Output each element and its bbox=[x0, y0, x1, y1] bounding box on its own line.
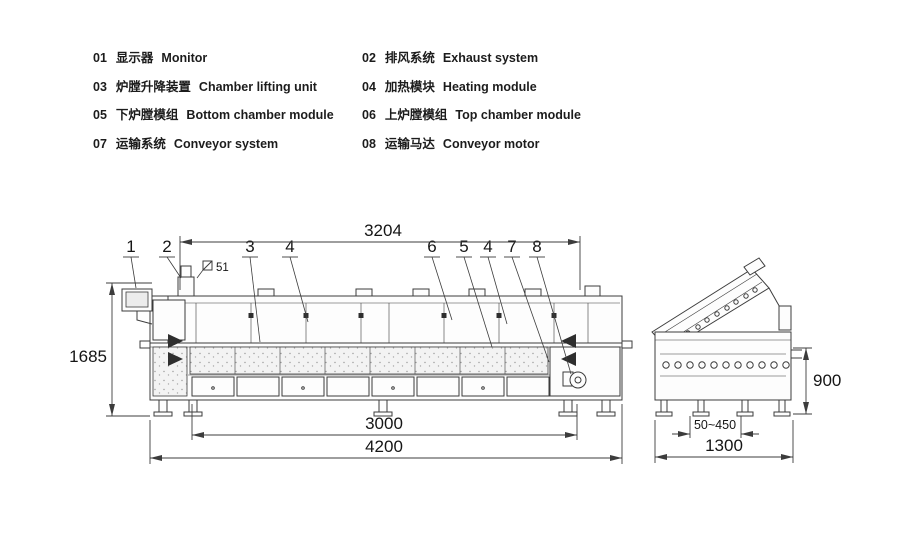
legend-item-05: 05 下炉膛模组 Bottom chamber module bbox=[93, 107, 362, 123]
dim-3204: 3204 bbox=[179, 221, 581, 290]
top-right-unit bbox=[584, 285, 601, 297]
parts-legend: 01 显示器 Monitor 02 排风系统 Exhaust system 03 炉膛升降… bbox=[93, 50, 581, 152]
left-cabinet bbox=[152, 299, 188, 397]
legend-name-cn: 下炉膛模组 bbox=[115, 108, 179, 122]
right-end-panel bbox=[549, 346, 621, 397]
legend-name-en: Top chamber module bbox=[455, 108, 581, 122]
top-vents bbox=[257, 288, 542, 297]
callout-7: 7 bbox=[504, 237, 550, 363]
front-view bbox=[121, 265, 633, 417]
front-legs bbox=[153, 399, 616, 417]
lifting-wedges bbox=[168, 334, 576, 366]
legend-name-cn: 显示器 bbox=[115, 51, 154, 65]
side-legs bbox=[655, 399, 791, 417]
conveyor-roller-row bbox=[662, 361, 790, 369]
monitor bbox=[121, 288, 153, 325]
legend-name-en: Conveyor system bbox=[173, 136, 279, 151]
bottom-frame-panels bbox=[191, 376, 550, 397]
hinge-bracket bbox=[778, 305, 792, 331]
dim-4200: 4200 bbox=[149, 404, 623, 464]
dim-1685: 1685 bbox=[69, 282, 152, 417]
legend-number: 03 bbox=[93, 79, 107, 94]
lid-exhaust-box bbox=[743, 257, 766, 276]
legend-name-cn: 运输马达 bbox=[384, 136, 435, 151]
legend-name-cn: 运输系统 bbox=[115, 136, 166, 151]
callout-3: 3 bbox=[242, 237, 261, 343]
legend-number: 07 bbox=[93, 136, 107, 151]
callout-label: 4 bbox=[483, 237, 492, 256]
legend-item-01: 01 显示器 Monitor bbox=[93, 50, 362, 66]
legend-item-08: 08 运输马达 Conveyor motor bbox=[362, 136, 581, 152]
legend-item-02: 02 排风系统 Exhaust system bbox=[362, 50, 581, 66]
conveyor-motor bbox=[569, 371, 587, 389]
legend-item-03: 03 炉膛升降装置 Chamber lifting unit bbox=[93, 79, 362, 95]
conveyor-entry bbox=[139, 340, 150, 349]
callout-1: 1 bbox=[123, 237, 139, 289]
legend-item-04: 04 加热模块 Heating module bbox=[362, 79, 581, 95]
legend-name-en: Exhaust system bbox=[442, 51, 539, 65]
dim-1685-label: 1685 bbox=[69, 347, 107, 366]
exhaust-assembly bbox=[177, 265, 195, 297]
legend-name-en: Monitor bbox=[161, 51, 208, 65]
callout-label: 5 bbox=[459, 237, 468, 256]
callout-2: 2 bbox=[159, 237, 182, 279]
legend-number: 05 bbox=[93, 108, 107, 122]
callout-4b: 4 bbox=[480, 237, 508, 325]
legend-name-cn: 加热模块 bbox=[384, 79, 435, 94]
dim-900-label: 900 bbox=[813, 371, 841, 390]
open-lid bbox=[651, 257, 792, 351]
callout-label: 8 bbox=[532, 237, 541, 256]
legend-number: 02 bbox=[362, 51, 376, 65]
legend-name-cn: 上炉膛模组 bbox=[384, 108, 448, 122]
conveyor-exit bbox=[622, 340, 633, 349]
legend-number: 01 bbox=[93, 51, 107, 65]
callouts: 1 2 3 4 6 5 4 bbox=[123, 237, 572, 375]
legend-name-en: Conveyor motor bbox=[442, 136, 540, 151]
legend-number: 08 bbox=[362, 136, 376, 151]
legend-name-cn: 排风系统 bbox=[384, 51, 435, 65]
callout-5: 5 bbox=[456, 237, 493, 348]
legend-item-06: 06 上炉膛模组 Top chamber module bbox=[362, 107, 581, 123]
legend-name-en: Bottom chamber module bbox=[186, 108, 334, 122]
dim-3000-label: 3000 bbox=[365, 414, 403, 433]
dim-rail-width: 50~450 bbox=[672, 416, 759, 438]
callout-label: 1 bbox=[126, 237, 135, 256]
legend-item-07: 07 运输系统 Conveyor system bbox=[93, 136, 362, 152]
dim-3000: 3000 bbox=[191, 404, 578, 440]
dim-rail-width-label: 50~450 bbox=[694, 418, 736, 432]
callout-8: 8 bbox=[529, 237, 572, 375]
callout-6: 6 bbox=[424, 237, 453, 321]
callout-label: 2 bbox=[162, 237, 171, 256]
side-body bbox=[654, 331, 802, 401]
legend-name-en: Chamber lifting unit bbox=[198, 79, 317, 94]
dim-4200-label: 4200 bbox=[365, 437, 403, 456]
dim-1300: 1300 bbox=[654, 420, 794, 463]
callout-4: 4 bbox=[282, 237, 309, 323]
dim-900: 900 bbox=[793, 347, 841, 415]
callout-label: 6 bbox=[427, 237, 436, 256]
callout-label: 7 bbox=[507, 237, 516, 256]
note-51: 51 bbox=[196, 260, 229, 279]
legend-number: 06 bbox=[362, 108, 376, 122]
callout-label: 3 bbox=[245, 237, 254, 256]
side-view bbox=[651, 257, 802, 417]
dim-1300-label: 1300 bbox=[705, 436, 743, 455]
legend-name-en: Heating module bbox=[442, 79, 537, 94]
lower-chamber-band bbox=[188, 346, 550, 376]
legend-number: 04 bbox=[362, 79, 376, 94]
dim-3204-label: 3204 bbox=[364, 221, 402, 240]
note-51-label: 51 bbox=[216, 262, 229, 274]
callout-label: 4 bbox=[285, 237, 294, 256]
legend-name-cn: 炉膛升降装置 bbox=[115, 79, 191, 94]
